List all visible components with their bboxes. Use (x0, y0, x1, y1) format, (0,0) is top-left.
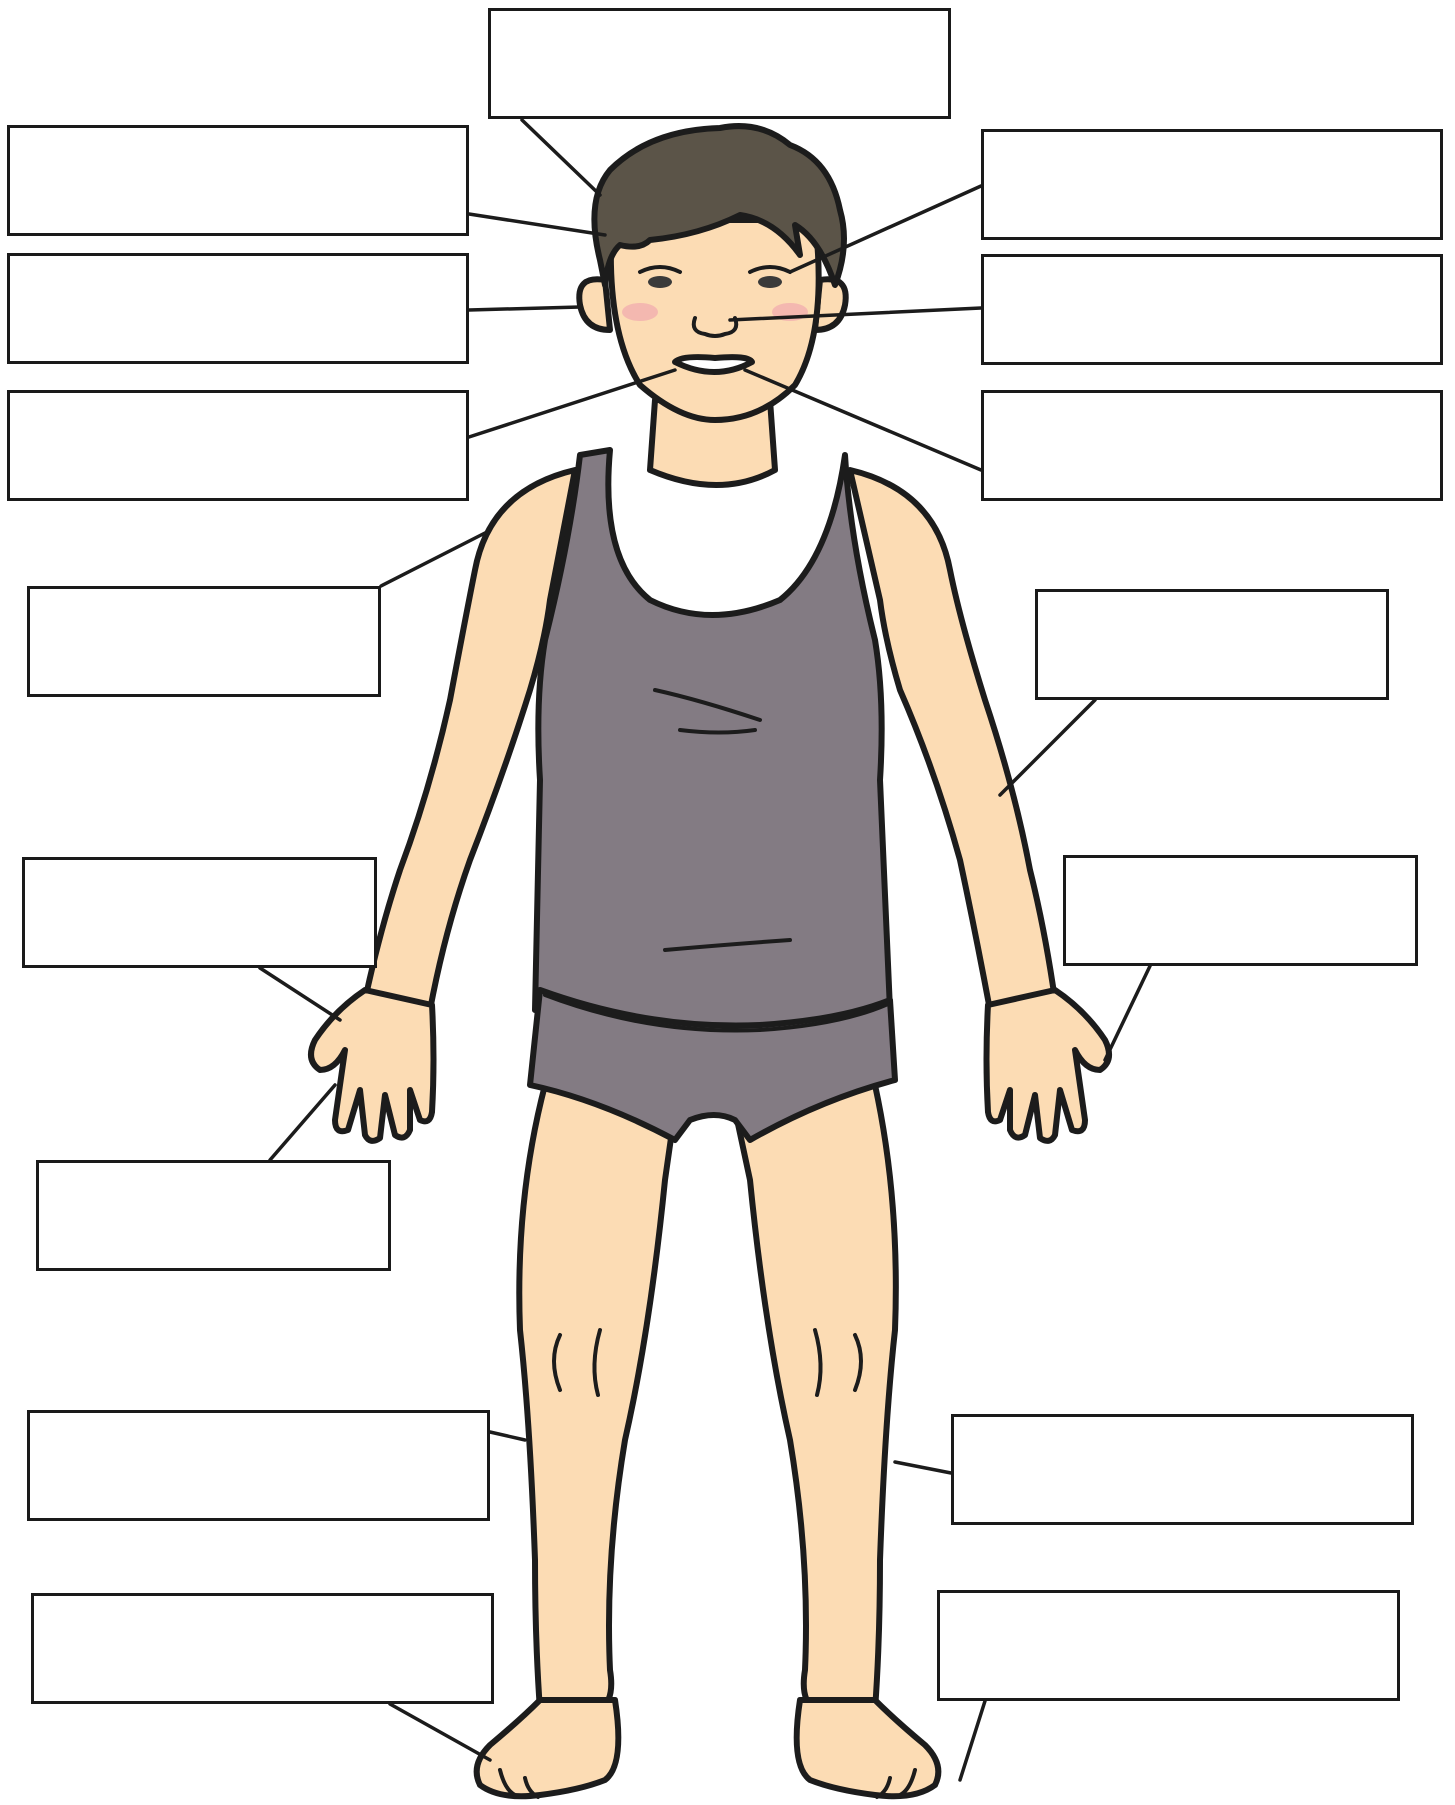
label-box-elbow[interactable] (1035, 589, 1389, 700)
legs (519, 1085, 896, 1710)
left-foot (477, 1700, 619, 1796)
left-leg (519, 1085, 675, 1710)
label-box-fingers[interactable] (36, 1160, 391, 1271)
label-box-nose[interactable] (981, 254, 1443, 365)
label-box-ear[interactable] (7, 253, 469, 364)
label-box-eye[interactable] (981, 129, 1443, 240)
right-leg (735, 1085, 896, 1710)
right-eye (758, 276, 782, 288)
label-box-mouth[interactable] (7, 390, 469, 501)
feet (477, 1700, 939, 1797)
label-box-foot[interactable] (31, 1593, 494, 1704)
label-box-shoulder[interactable] (27, 586, 381, 697)
label-box-chin[interactable] (981, 390, 1443, 501)
right-hand (987, 990, 1110, 1141)
mouth (675, 357, 752, 372)
label-box-thumb[interactable] (1063, 855, 1418, 966)
head (579, 126, 845, 420)
label-box-knee[interactable] (27, 1410, 490, 1521)
left-eye (648, 276, 672, 288)
label-box-hair[interactable] (488, 8, 951, 119)
label-box-leg[interactable] (951, 1414, 1414, 1525)
label-box-toes[interactable] (937, 1590, 1400, 1701)
label-box-head[interactable] (7, 125, 469, 236)
label-box-hand[interactable] (22, 857, 377, 968)
right-foot (797, 1700, 939, 1796)
